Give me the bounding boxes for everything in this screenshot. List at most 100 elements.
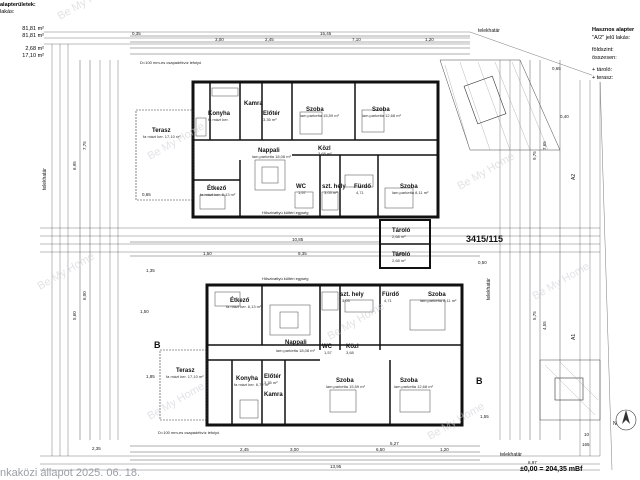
top-eloter-sub: 3,35 m² bbox=[263, 117, 277, 122]
top-szhely-label: szt. hely bbox=[322, 184, 346, 190]
top-furdo-label: Fürdő bbox=[354, 184, 371, 190]
dim-bot-a: 2,45 bbox=[240, 447, 249, 452]
top-furdo-sub: 4,71 bbox=[356, 190, 365, 195]
dim-mid-total: 10,85 bbox=[292, 237, 304, 242]
legend-left: alapterületek: lakás: 81,81 m² 81,81 m² … bbox=[0, 2, 44, 60]
legend-left-v4: 17,10 m² bbox=[22, 53, 44, 59]
top-terrace bbox=[135, 109, 194, 201]
top-heatpump-label: Hőszivattyú kültéri egység bbox=[262, 210, 308, 215]
bottom-eloter-label: Előtér bbox=[264, 374, 282, 380]
top-eloter-label: Előtér bbox=[263, 111, 281, 117]
watermark-1: Be My Home bbox=[56, 0, 117, 23]
bottom-szoba2-label: Szoba bbox=[336, 378, 354, 384]
telekhatar-right: telekhatár bbox=[486, 278, 492, 300]
bottom-tarolo-sub: 2,68 m² bbox=[392, 258, 406, 263]
watermark-6: Be My Home bbox=[426, 400, 487, 442]
dim-right-d: 4,55 bbox=[542, 321, 547, 330]
dim-left-h: 1,35 bbox=[146, 268, 155, 273]
dim-left-e: 2,35 bbox=[92, 446, 101, 451]
parking-hatch bbox=[439, 59, 561, 151]
top-konyha-label: Konyha bbox=[208, 111, 231, 117]
dim-top-e: 0,35 bbox=[132, 31, 141, 36]
bottom-etkezo-label: Étkező bbox=[230, 296, 250, 304]
section-markers: B B A1 A2 bbox=[154, 174, 577, 386]
dim-top-b: 2,45 bbox=[265, 37, 274, 42]
dim-left-g: 0,65 bbox=[142, 192, 151, 197]
legend-left-v1: 81,81 m² bbox=[22, 26, 44, 32]
bottom-kamra-label: Kamra bbox=[264, 392, 283, 398]
bottom-kozl-sub: 3,68 bbox=[346, 350, 355, 355]
dim-right-a: 9,75 bbox=[532, 151, 537, 160]
bottom-wc-sub: 1,57 bbox=[324, 350, 333, 355]
section-b-left: B bbox=[154, 340, 161, 350]
dim-left-a: 6,95 bbox=[72, 161, 77, 170]
legend-right-heading: Hasznos alapter bbox=[592, 27, 635, 33]
storage-block: Tároló 2,68 m² Tároló 2,68 m² bbox=[379, 219, 431, 269]
top-kozl-sub: 3,68 m² bbox=[318, 151, 332, 156]
top-szoba3-label: Szoba bbox=[400, 184, 418, 190]
bottom-szoba3-sub: lam.parketta 12,68 m² bbox=[394, 384, 434, 389]
dim-right-f: 0,40 bbox=[560, 114, 569, 119]
dim-right-i: 10 bbox=[584, 432, 590, 437]
bottom-wc-label: WC bbox=[322, 344, 333, 350]
telekhatar-top: telekhatár bbox=[478, 28, 500, 34]
legend-right-sub: "A/2" jelű lakás: bbox=[592, 35, 631, 41]
legend-left-sub: lakás: bbox=[0, 9, 15, 15]
bottom-unit-furniture bbox=[214, 291, 446, 419]
section-a2: A2 bbox=[571, 174, 577, 180]
dim-top-total: 15,45 bbox=[320, 31, 332, 36]
top-unit: Kamra Konyha fa mázt ker. Előtér 3,35 m²… bbox=[135, 60, 440, 219]
bottom-kozl-label: Közl bbox=[346, 344, 359, 350]
watermark-8: Be My Home bbox=[531, 260, 592, 302]
watermark-5: Be My Home bbox=[326, 300, 387, 342]
dim-bot-b: 3,00 bbox=[290, 447, 299, 452]
dim-bot-d: 1,20 bbox=[440, 447, 449, 452]
dim-bot-e: 6,97 bbox=[528, 460, 537, 465]
top-etkezo-sub: fa mázt ker. 6,13 m² bbox=[200, 192, 236, 197]
bottom-heatpump-label: Hőszivattyú kültéri egység bbox=[262, 276, 308, 281]
top-nappali-label: Nappali bbox=[258, 148, 280, 154]
dimension-texts: 15,45 3,00 2,45 7,10 1,20 0,35 10,85 1,5… bbox=[72, 31, 590, 469]
dim-bot-c: 6,50 bbox=[376, 447, 385, 452]
watermark-7: Be My Home bbox=[456, 150, 517, 192]
top-unit-inner-walls bbox=[193, 82, 438, 217]
section-b-right: B bbox=[476, 376, 483, 386]
parking-hatch-bottom bbox=[539, 359, 601, 421]
dim-mid-b: 9,35 bbox=[298, 251, 307, 256]
dim-top-d: 1,20 bbox=[425, 37, 434, 42]
dim-top-a: 3,00 bbox=[215, 37, 224, 42]
top-etkezo-label: Étkező bbox=[207, 184, 227, 192]
dim-left-i: 1,85 bbox=[146, 374, 155, 379]
legend-right-l2: összesen: bbox=[592, 55, 617, 61]
bottom-unit-inner-walls bbox=[207, 285, 462, 425]
top-szoba1-label: Szoba bbox=[306, 107, 324, 113]
watermark-2: Be My Home bbox=[146, 120, 207, 162]
bottom-szhely-label: szt. hely bbox=[340, 292, 364, 298]
dim-right-h: 1,55 bbox=[480, 414, 489, 419]
bottom-furdo-sub: 4,71 bbox=[384, 298, 393, 303]
legend-right-l1: földszint: bbox=[592, 47, 614, 53]
top-tarolo-label: Tároló bbox=[392, 228, 411, 234]
top-downpipe-label: D=100 mm-es csapadékvíz lefolyó bbox=[140, 60, 202, 65]
bottom-etkezo-sub: fa mázt ker. 6,13 m² bbox=[226, 304, 262, 309]
top-szoba2-label: Szoba bbox=[372, 107, 390, 113]
bottom-nappali-label: Nappali bbox=[285, 340, 307, 346]
dim-left-c: 5,60 bbox=[72, 311, 77, 320]
bottom-terasz-label: Terasz bbox=[176, 368, 195, 374]
top-szoba1-sub: lam.parketta 15,59 m² bbox=[300, 113, 340, 118]
legend-left-v2: 81,81 m² bbox=[22, 33, 44, 39]
top-nappali-sub: lam.parketta 18,08 m² bbox=[252, 154, 292, 159]
top-szoba3-sub: lam.parketta 8,11 m² bbox=[392, 190, 429, 195]
bottom-downpipe-label: D=100 mm-es csapadékvíz lefolyó bbox=[158, 430, 220, 435]
top-wc-label: WC bbox=[296, 184, 307, 190]
telekhatar-bottom: telekhatár bbox=[500, 452, 522, 458]
bottom-szoba3-label: Szoba bbox=[400, 378, 418, 384]
dim-right-c: 5,75 bbox=[532, 311, 537, 320]
top-wc-sub: 1,57 bbox=[298, 190, 307, 195]
dim-right-e: 0,65 bbox=[552, 66, 561, 71]
top-szhely-sub: 3,03 m² bbox=[324, 190, 338, 195]
bottom-terasz-sub: fa mázt ker. 17,10 m² bbox=[166, 374, 204, 379]
dim-mid-a: 1,50 bbox=[203, 251, 212, 256]
